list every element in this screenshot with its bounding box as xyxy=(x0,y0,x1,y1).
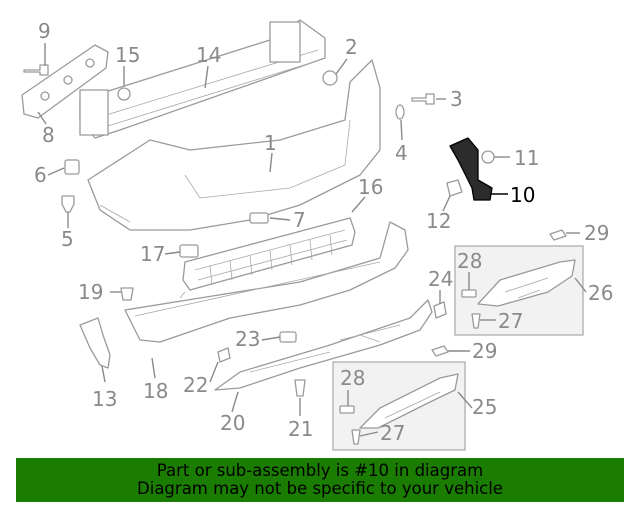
part-5-screw xyxy=(61,195,75,213)
part-16-detail xyxy=(194,229,348,286)
label-19: 19 xyxy=(78,280,103,304)
label-21: 21 xyxy=(288,417,313,441)
label-7: 7 xyxy=(293,208,306,232)
label-4: 4 xyxy=(395,141,408,165)
part-19-bolt xyxy=(120,287,134,301)
label-18: 18 xyxy=(143,379,168,403)
label-5: 5 xyxy=(61,227,74,251)
part-29-clip-a xyxy=(549,229,567,241)
label-11: 11 xyxy=(514,146,539,170)
part-17-clip xyxy=(179,244,199,258)
part-13-side-bracket xyxy=(79,317,111,369)
label-16: 16 xyxy=(358,175,383,199)
part-25-trim xyxy=(359,373,459,429)
part-14-end-bracket xyxy=(79,89,109,136)
part-7-clip xyxy=(249,212,269,224)
part-28-clip-a xyxy=(461,289,477,298)
label-20: 20 xyxy=(220,411,245,435)
label-2: 2 xyxy=(345,35,358,59)
label-27b: 27 xyxy=(380,421,405,445)
part-1-upper-fascia xyxy=(87,59,381,231)
label-25: 25 xyxy=(472,395,497,419)
label-6: 6 xyxy=(34,163,47,187)
part-18-detail xyxy=(134,261,381,317)
label-24: 24 xyxy=(428,267,453,291)
label-17: 17 xyxy=(140,242,165,266)
part-21-bolt xyxy=(294,379,306,397)
part-18-lower-fascia xyxy=(124,221,409,343)
part-29-clip-b xyxy=(431,345,449,357)
label-15: 15 xyxy=(115,43,140,67)
part-28-clip-b xyxy=(339,405,355,414)
part-8-hole xyxy=(85,58,95,68)
part-9-bolt xyxy=(23,64,49,76)
label-3: 3 xyxy=(450,87,463,111)
part-25-detail xyxy=(384,391,441,419)
part-16-reinforcement xyxy=(182,217,356,291)
part-4-washer xyxy=(395,104,405,120)
part-11-nut xyxy=(481,150,495,164)
label-26: 26 xyxy=(588,281,613,305)
label-29a: 29 xyxy=(584,221,609,245)
label-8: 8 xyxy=(42,123,55,147)
label-1: 1 xyxy=(264,131,277,155)
label-14: 14 xyxy=(196,43,221,67)
part-26-trim xyxy=(477,259,576,307)
label-28a: 28 xyxy=(457,249,482,273)
part-14-end-bracket xyxy=(269,21,301,63)
label-29b: 29 xyxy=(472,339,497,363)
part-12-clip xyxy=(446,179,463,197)
banner-line-2: Diagram may not be specific to your vehi… xyxy=(137,479,503,498)
label-9: 9 xyxy=(38,19,51,43)
parts-diagram: 9 8 15 14 2 3 4 1 6 5 7 16 17 12 11 10 2… xyxy=(21,19,613,451)
banner-line-1: Part or sub-assembly is #10 in diagram xyxy=(156,461,484,480)
label-23: 23 xyxy=(235,327,260,351)
part-26-detail xyxy=(504,277,549,299)
part-6-clip xyxy=(64,159,80,175)
part-22-clip xyxy=(217,347,231,363)
part-1-detail xyxy=(99,119,351,223)
part-23-clip xyxy=(279,331,297,343)
part-15-nut xyxy=(117,87,131,101)
part-2-nut xyxy=(322,70,338,86)
label-12: 12 xyxy=(426,209,451,233)
label-22: 22 xyxy=(183,373,208,397)
part-8-hole xyxy=(40,91,50,101)
part-20-detail xyxy=(249,324,401,373)
label-13: 13 xyxy=(92,387,117,411)
part-3-bolt xyxy=(411,93,435,105)
part-24-clip xyxy=(433,301,447,319)
label-10: 10 xyxy=(510,183,535,207)
info-banner: Part or sub-assembly is #10 in diagram D… xyxy=(16,458,624,502)
label-27a: 27 xyxy=(498,309,523,333)
part-27-fastener-b xyxy=(351,429,361,445)
label-28b: 28 xyxy=(340,366,365,390)
part-8-hole xyxy=(63,75,73,85)
part-27-fastener-a xyxy=(471,313,481,329)
